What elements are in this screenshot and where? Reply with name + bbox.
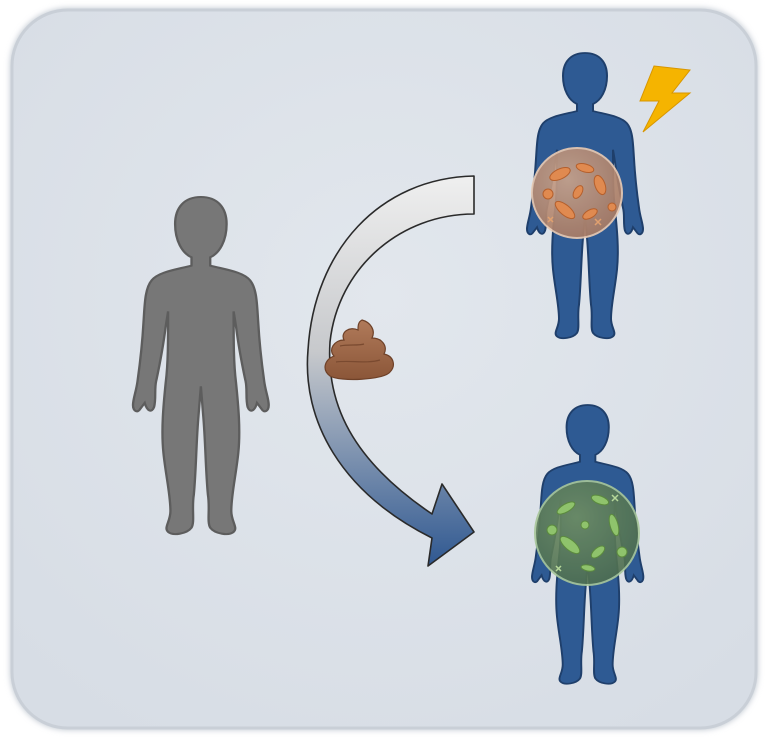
dysbiotic-microbiome-circle bbox=[532, 148, 622, 238]
healthy-microbiome-circle bbox=[535, 481, 639, 585]
